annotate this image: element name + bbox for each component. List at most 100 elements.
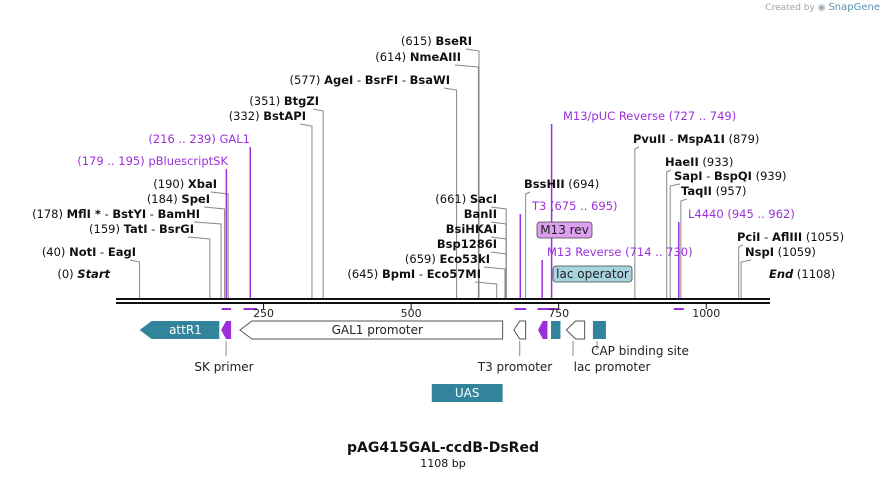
site-line-spei — [203, 206, 226, 298]
site-line-saci — [490, 206, 507, 298]
feature-t3-promoter[interactable]: T3 promoter — [477, 320, 553, 374]
feature-lac-operator[interactable]: lac operator — [551, 265, 633, 339]
site-label-pvuii[interactable]: PvuII - MspA1I (879) — [633, 132, 759, 146]
lac-operator-label: lac operator — [556, 267, 629, 281]
primer-range: (727 .. 749) — [665, 109, 736, 123]
site-name: BstAPI — [263, 109, 306, 123]
primer-label-m13puc[interactable]: M13/pUC Reverse (727 .. 749) — [563, 109, 736, 123]
site-position: (933) — [699, 155, 734, 169]
primer-label-l4440[interactable]: L4440 (945 .. 962) — [688, 207, 795, 221]
feature-lac-promoter[interactable]: lac promoter — [565, 320, 650, 374]
site-label-pcii[interactable]: PciI - AflIII (1055) — [737, 230, 844, 244]
site-name: NspI — [745, 245, 774, 259]
feature-m13rev-feature[interactable]: M13 rev — [536, 221, 593, 339]
site-separator: - — [760, 230, 771, 244]
ruler-label-250: 250 — [253, 307, 274, 320]
site-name: Bsp1286I — [437, 237, 497, 251]
site-label-noti[interactable]: (40) NotI - EagI — [42, 245, 136, 259]
primer-name: T3 — [531, 199, 546, 213]
site-name: BseRI — [435, 34, 472, 48]
site-label-start[interactable]: (0) Start — [57, 267, 110, 281]
t3-promoter-arrow — [513, 320, 527, 340]
lac-operator-box — [551, 321, 561, 339]
site-label-agei[interactable]: (577) AgeI - BsrFI - BsaWI — [289, 73, 450, 87]
feature-attr1[interactable]: attR1 — [139, 321, 220, 339]
site-position: (178) — [32, 207, 67, 221]
plasmid-length: 1108 bp — [420, 457, 465, 470]
site-line-bstapi — [299, 123, 313, 298]
site-label-bstapi[interactable]: (332) BstAPI — [229, 109, 306, 123]
site-label-saci[interactable]: (661) SacI — [435, 192, 497, 206]
sk-primer-arrow — [221, 321, 232, 339]
gal1-promoter-arrow — [239, 320, 504, 340]
site-label-btgzi[interactable]: (351) BtgZI — [249, 94, 319, 108]
site-name: AflIII — [772, 230, 802, 244]
site-label-xbai[interactable]: (190) XbaI — [153, 177, 217, 191]
feature-gal1-promoter[interactable]: GAL1 promoter — [239, 320, 504, 340]
site-name: BsrGI — [159, 222, 194, 236]
uas-box — [431, 384, 503, 402]
site-line-bsp1286i — [490, 251, 507, 298]
lac-operator-callout — [552, 265, 633, 283]
feature-sk-primer[interactable]: SK primer — [194, 321, 254, 374]
site-line-noti — [129, 259, 141, 298]
cap-site-label: CAP binding site — [591, 344, 689, 358]
site-label-bpmi[interactable]: (645) BpmI - Eco57MI — [347, 267, 481, 281]
site-name: BsaWI — [410, 73, 450, 87]
site-label-bsshii[interactable]: BssHII (694) — [524, 177, 599, 191]
site-name: BstYI — [112, 207, 146, 221]
site-label-bsihkai[interactable]: BsiHKAI — [446, 222, 497, 236]
site-position: (332) — [229, 109, 264, 123]
m13rev-feature-callout — [536, 221, 593, 239]
site-line-bpmi — [474, 281, 498, 298]
site-label-sapi[interactable]: SapI - BspQI (939) — [674, 169, 787, 183]
site-name: Eco57MI — [427, 267, 481, 281]
site-lines — [129, 48, 752, 298]
feature-uas[interactable]: UAS — [431, 384, 503, 402]
snapgene-credit: Created by ◉ SnapGene — [765, 2, 880, 13]
site-position: (159) — [89, 222, 124, 236]
ruler-label-500: 500 — [401, 307, 422, 320]
primer-label-m13rev-primer[interactable]: M13 Reverse (714 .. 730) — [547, 245, 693, 259]
site-position: (40) — [42, 245, 69, 259]
site-line-bsshii — [525, 191, 531, 298]
site-label-bsp1286i[interactable]: Bsp1286I — [437, 237, 497, 251]
site-name: BsrFI — [365, 73, 398, 87]
feature-cap-site[interactable]: CAP binding site — [591, 321, 689, 358]
site-separator: - — [415, 267, 426, 281]
m13rev-feature-arrow — [538, 321, 548, 339]
site-label-bseri[interactable]: (615) BseRI — [401, 34, 472, 48]
primer-label-pbluescriptsk[interactable]: (179 .. 195) pBluescriptSK — [77, 154, 228, 168]
site-label-mfli[interactable]: (178) MflI * - BstYI - BamHI — [32, 207, 200, 221]
site-label-banii[interactable]: BanII — [464, 207, 497, 221]
site-label-nspi[interactable]: NspI (1059) — [745, 245, 816, 259]
site-label-spei[interactable]: (184) SpeI — [147, 192, 210, 206]
site-name: PvuII — [633, 132, 666, 146]
site-label-haeii[interactable]: HaeII (933) — [665, 155, 733, 169]
site-position: (184) — [147, 192, 182, 206]
primer-label-gal1[interactable]: (216 .. 239) GAL1 — [148, 132, 250, 146]
site-position: (957) — [712, 184, 747, 198]
site-position: (659) — [405, 252, 440, 266]
site-name: SacI — [470, 192, 497, 206]
lac-promoter-arrow — [565, 320, 586, 340]
attr1-arrow — [139, 321, 220, 339]
site-separator: - — [146, 207, 157, 221]
site-position: (879) — [725, 132, 760, 146]
site-name: BtgZI — [284, 94, 319, 108]
site-line-pvuii — [634, 146, 640, 298]
attr1-label: attR1 — [169, 323, 202, 337]
site-separator: - — [148, 222, 159, 236]
site-label-tati[interactable]: (159) TatI - BsrGI — [89, 222, 194, 236]
site-name: NmeAIII — [410, 50, 461, 64]
site-name: SpeI — [181, 192, 210, 206]
site-label-end[interactable]: End (1108) — [769, 267, 835, 281]
site-line-taqii — [680, 198, 688, 298]
site-label-nmeaiii[interactable]: (614) NmeAIII — [375, 50, 461, 64]
primer-label-t3[interactable]: T3 (675 .. 695) — [531, 199, 618, 213]
primer-range: (675 .. 695) — [546, 199, 617, 213]
site-label-eco53ki[interactable]: (659) Eco53kI — [405, 252, 490, 266]
site-label-taqii[interactable]: TaqII (957) — [681, 184, 747, 198]
